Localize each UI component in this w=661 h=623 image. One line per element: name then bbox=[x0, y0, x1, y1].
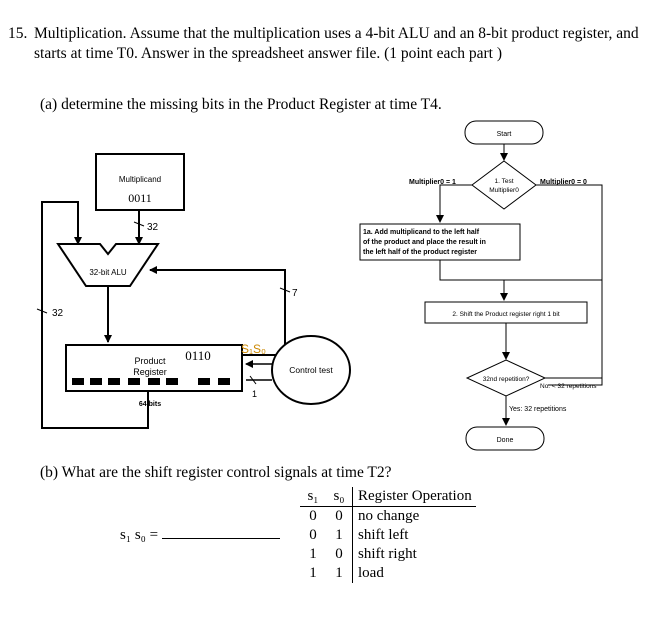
table-cell: shift right bbox=[351, 545, 476, 564]
table-cell: 0 bbox=[335, 508, 343, 524]
answer-blank[interactable] bbox=[162, 524, 281, 539]
flow-step-1a bbox=[359, 223, 521, 261]
bus-label-1: 1 bbox=[252, 389, 257, 399]
table-cell: 1 bbox=[335, 565, 343, 581]
control-signal-table: s₁ s₀ Register Operation 0 0 no change 0… bbox=[300, 487, 476, 583]
table-header-operation: Register Operation bbox=[351, 487, 476, 507]
product-width: 64 bits bbox=[139, 401, 161, 408]
table-cell: 0 bbox=[309, 527, 317, 543]
question-text: Multiplication. Assume that the multipli… bbox=[34, 25, 639, 62]
flow-step-1a-line3: the left half of the product register bbox=[363, 249, 477, 256]
control-signal-label: S₁S₀ bbox=[241, 342, 266, 356]
table-header-s0: s₀ bbox=[326, 487, 353, 507]
table-cell: 1 bbox=[309, 565, 317, 581]
flow-test-diamond bbox=[471, 160, 537, 210]
multiplicand-title: Multiplicand bbox=[119, 175, 161, 184]
flow-step-1a-line2: of the product and place the result in bbox=[363, 239, 486, 246]
table-cell: shift left bbox=[351, 526, 476, 545]
part-a-prompt: (a) determine the missing bits in the Pr… bbox=[40, 96, 442, 113]
flow-done-label: Done bbox=[497, 437, 514, 444]
table-row: 0 0 no change bbox=[300, 506, 476, 526]
flow-yes-branch: Yes: 32 repetitions bbox=[509, 406, 567, 413]
alu-shape bbox=[56, 243, 160, 287]
flow-no-branch: No: < 32 repetitions bbox=[540, 383, 597, 390]
table-cell: 1 bbox=[309, 546, 317, 562]
bus-label-32-top: 32 bbox=[147, 222, 159, 233]
flow-test-label-1: 1. Test bbox=[494, 178, 513, 185]
multiplicand-value: 0011 bbox=[128, 191, 152, 205]
product-label-2: Register bbox=[133, 367, 167, 377]
answer-label: s₁ s₀ = bbox=[120, 527, 159, 543]
flow-branch-left: Multiplier0 = 1 bbox=[409, 179, 456, 186]
flow-repeat-label: 32nd repetition? bbox=[483, 376, 530, 383]
answer-field[interactable]: s₁ s₀ = bbox=[120, 524, 281, 544]
table-cell: 0 bbox=[309, 508, 317, 524]
alu-label: 32-bit ALU bbox=[89, 268, 127, 277]
table-cell: load bbox=[351, 564, 476, 583]
table-cell: 1 bbox=[335, 527, 343, 543]
control-test-unit bbox=[271, 335, 351, 405]
feedback-bus bbox=[41, 201, 149, 429]
table-cell: no change bbox=[351, 506, 476, 526]
table-header-s1: s₁ bbox=[300, 487, 326, 507]
product-label-1: Product bbox=[134, 356, 166, 366]
product-bit-cells bbox=[72, 378, 230, 385]
table-row: 1 1 load bbox=[300, 564, 476, 583]
part-b-prompt: (b) What are the shift register control … bbox=[40, 464, 392, 481]
control-test-label: Control test bbox=[289, 365, 333, 375]
flow-done bbox=[465, 426, 545, 451]
flow-branch-right: Multiplier0 = 0 bbox=[540, 179, 587, 186]
product-to-alu-bus bbox=[149, 266, 286, 356]
multiplicand-register bbox=[95, 153, 185, 211]
table-row: 1 0 shift right bbox=[300, 545, 476, 564]
flow-start-label: Start bbox=[497, 131, 512, 138]
bus-label-7: 7 bbox=[292, 288, 298, 299]
bus-label-32-left: 32 bbox=[52, 308, 64, 319]
table-header-row: s₁ s₀ Register Operation bbox=[300, 487, 476, 507]
table-cell: 0 bbox=[335, 546, 343, 562]
question-number: 15. bbox=[8, 25, 28, 42]
flow-test-label-2: Multiplier0 bbox=[489, 187, 519, 194]
product-value: 0110 bbox=[185, 348, 211, 363]
table-row: 0 1 shift left bbox=[300, 526, 476, 545]
flow-step-2-label: 2. Shift the Product register right 1 bi… bbox=[452, 311, 559, 318]
flow-step-1a-line1: 1a. Add multiplicand to the left half bbox=[363, 229, 480, 236]
